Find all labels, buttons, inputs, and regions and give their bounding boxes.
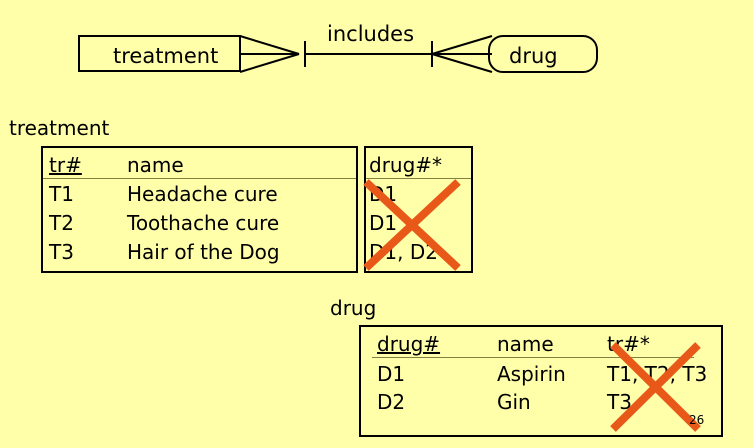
er-drug-entity-label: drug [509, 44, 558, 68]
treatment-table-caption: treatment [9, 116, 110, 140]
drug-table-border [359, 325, 723, 437]
drug-table-caption: drug [330, 296, 377, 320]
treatment-drug-column-strikeout-icon [363, 179, 461, 271]
treatment-drug-header-rule [366, 178, 471, 179]
treatment-row-3-id: T3 [49, 240, 74, 264]
treatment-row-1-name: Headache cure [127, 182, 278, 206]
er-treatment-entity-label: treatment [113, 44, 219, 68]
treatment-header-drug: drug#* [369, 153, 443, 177]
treatment-header-name: name [127, 153, 184, 177]
treatment-row-1-id: T1 [49, 182, 74, 206]
er-diagram: treatment includes drug [0, 0, 753, 110]
er-treatment-entity-shape [78, 35, 241, 72]
treatment-header-rule [43, 178, 356, 179]
drug-row-2-name: Gin [497, 390, 531, 414]
er-right-crowsfoot-icon [431, 35, 493, 73]
er-diagram-svg [78, 35, 598, 73]
treatment-table-drug-column-border [364, 146, 473, 273]
drug-row-1-name: Aspirin [497, 362, 566, 386]
er-relationship-label: includes [327, 22, 415, 46]
treatment-table-main-border [41, 146, 358, 273]
treatment-row-2-drug: D1 [369, 211, 398, 235]
treatment-row-3-name: Hair of the Dog [127, 240, 280, 264]
slide-number: 26 [689, 413, 705, 427]
drug-header-id: drug# [377, 332, 441, 356]
drug-row-2-id: D2 [377, 390, 406, 414]
treatment-header-tr: tr# [49, 153, 82, 177]
treatment-row-2-id: T2 [49, 211, 74, 235]
drug-row-2-tr: T3 [607, 390, 632, 414]
treatment-row-2-name: Toothache cure [127, 211, 280, 235]
drug-header-rule [372, 357, 694, 358]
drug-row-1-id: D1 [377, 362, 406, 386]
er-left-crowsfoot-icon [239, 35, 300, 73]
drug-header-name: name [497, 332, 554, 356]
drug-tr-column-strikeout-icon [610, 342, 701, 432]
